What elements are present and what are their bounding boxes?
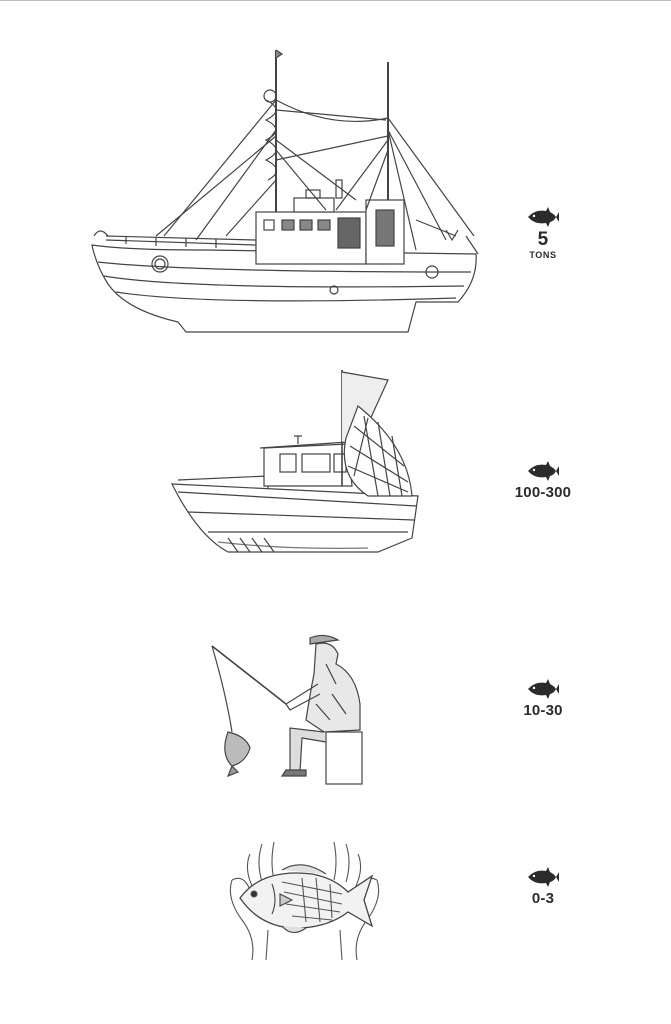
hands-fish-illustration xyxy=(222,834,387,966)
catch-value: 10-30 xyxy=(523,702,563,719)
row-angler: 10-30 xyxy=(0,620,671,790)
row-small-boat: 100-300 xyxy=(0,366,671,566)
row-trawler: 5 TONS xyxy=(0,40,671,340)
catch-trawler: 5 TONS xyxy=(498,206,588,260)
catch-unit: TONS xyxy=(529,250,557,260)
row-hands: 0-3 xyxy=(0,830,671,970)
catch-angler: 10-30 xyxy=(498,678,588,720)
catch-hands: 0-3 xyxy=(498,866,588,908)
trawler-illustration xyxy=(86,40,486,340)
fish-icon xyxy=(528,461,559,481)
small-boat-illustration xyxy=(168,366,428,561)
fish-icon xyxy=(528,867,559,887)
catch-small-boat: 100-300 xyxy=(498,460,588,502)
catch-value: 0-3 xyxy=(531,890,555,907)
fish-icon xyxy=(528,679,559,699)
angler-illustration xyxy=(206,624,371,789)
fish-icon xyxy=(528,207,559,227)
catch-value: 100-300 xyxy=(514,484,572,501)
top-divider xyxy=(0,0,671,1)
catch-value: 5 xyxy=(537,229,549,250)
